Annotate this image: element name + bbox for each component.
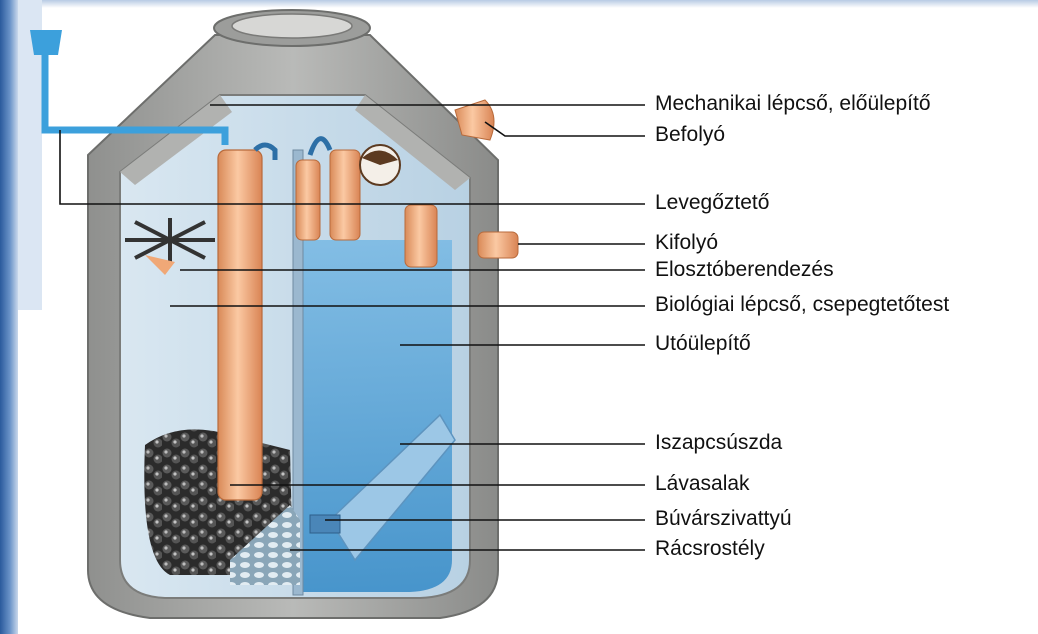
- label-distributor: Elosztóberendezés: [655, 258, 834, 282]
- label-biological-stage: Biológiai lépcső, csepegtetőtest: [655, 293, 949, 317]
- label-sludge-chute: Iszapcsúszda: [655, 431, 782, 455]
- label-submersible-pump: Búvárszivattyú: [655, 507, 792, 531]
- label-mechanical-stage: Mechanikai lépcső, előülepítő: [655, 92, 931, 116]
- label-aerator: Levegőztető: [655, 191, 769, 215]
- label-secondary-settler: Utóülepítő: [655, 332, 751, 356]
- label-inlet: Befolyó: [655, 123, 725, 147]
- label-grate: Rácsrostély: [655, 537, 765, 561]
- label-lava-slag: Lávasalak: [655, 472, 750, 496]
- label-outlet: Kifolyó: [655, 231, 718, 255]
